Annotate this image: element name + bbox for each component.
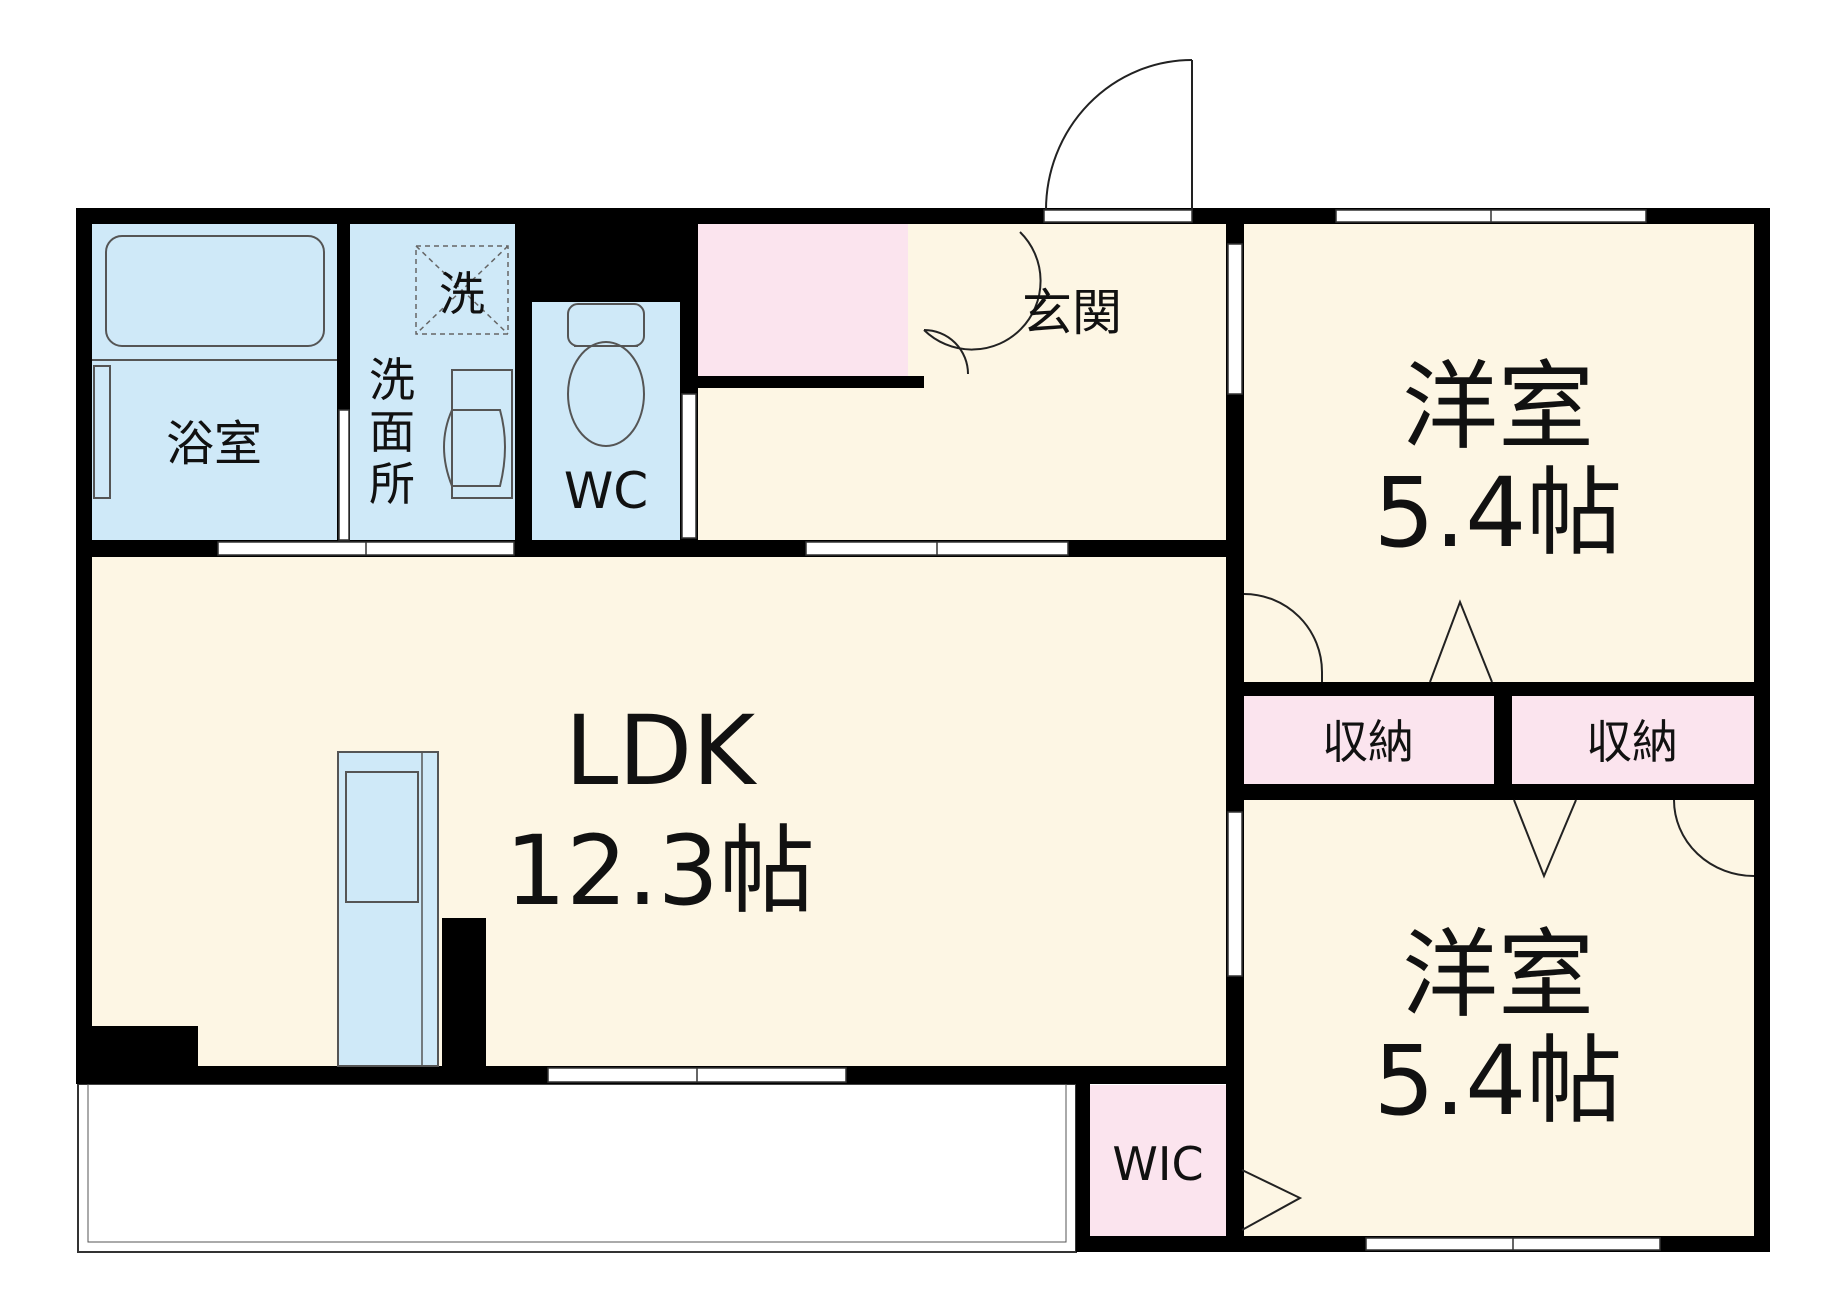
door-swing-icon bbox=[923, 59, 1755, 1231]
washroom-label: 洗面所 bbox=[369, 353, 415, 511]
washing-machine-icon bbox=[415, 245, 509, 335]
washer-label: 洗 bbox=[439, 267, 485, 321]
entrance-label: 玄関 bbox=[1022, 284, 1122, 342]
wic-floor bbox=[1090, 1085, 1226, 1236]
bathtub-icon bbox=[92, 235, 337, 499]
wc-label: WC bbox=[564, 462, 648, 520]
wash-basin-icon bbox=[443, 369, 513, 499]
room-floors bbox=[92, 224, 1754, 1236]
storage-left-floor bbox=[1244, 696, 1494, 784]
balcony bbox=[77, 1083, 1077, 1253]
bedroom-lower-floor bbox=[1244, 800, 1754, 1236]
room-labels: 浴室 洗 洗面所 WC 玄関 LDK 12.3帖 洋室 5.4帖 収納 収納 洋… bbox=[166, 267, 1678, 1191]
washroom-floor bbox=[350, 224, 515, 540]
ldk-name: LDK bbox=[565, 695, 757, 807]
bath-label: 浴室 bbox=[166, 416, 262, 472]
ldk-floor bbox=[92, 557, 1226, 1067]
storage-left-label: 収納 bbox=[1322, 715, 1414, 769]
storage-right-floor bbox=[1512, 696, 1754, 784]
kitchen-counter-icon bbox=[337, 751, 439, 1067]
toilet-icon bbox=[567, 303, 645, 447]
bedroom-upper-size: 5.4帖 bbox=[1374, 457, 1623, 569]
storage-right-label: 収納 bbox=[1586, 715, 1678, 769]
bedroom-lower-name: 洋室 bbox=[1402, 919, 1594, 1031]
wic-label: WIC bbox=[1112, 1137, 1203, 1191]
ldk-size: 12.3帖 bbox=[505, 815, 815, 927]
shoe-storage-floor bbox=[698, 224, 908, 376]
bedroom-upper-floor bbox=[1244, 224, 1754, 682]
windows bbox=[217, 209, 1661, 1251]
bath-floor bbox=[92, 224, 337, 540]
hall-floor bbox=[698, 384, 1226, 540]
bedroom-upper-name: 洋室 bbox=[1402, 351, 1594, 463]
bedroom-lower-size: 5.4帖 bbox=[1374, 1025, 1623, 1137]
entrance-floor bbox=[908, 224, 1226, 384]
